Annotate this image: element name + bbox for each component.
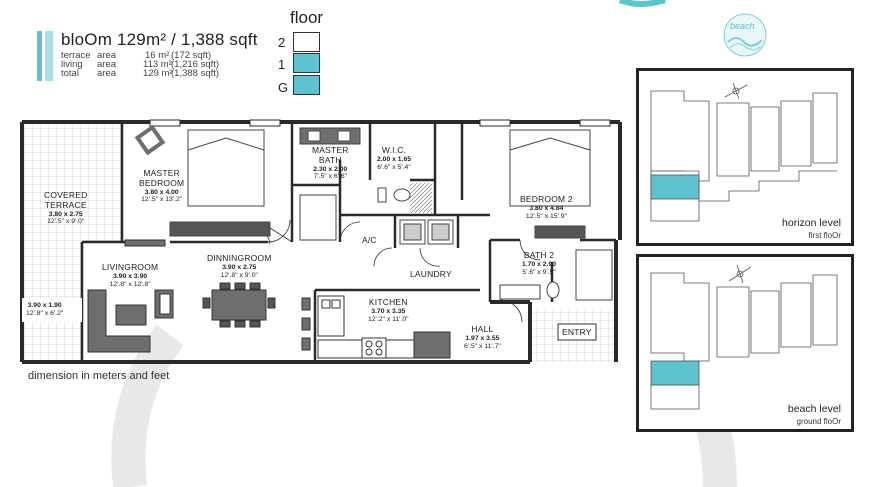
floor-level-g[interactable]	[293, 75, 320, 95]
area-label: terrace	[61, 50, 91, 61]
floor-level-label: G	[278, 80, 289, 95]
room-laundry: LAUNDRY	[410, 269, 452, 279]
key-plan-beach: beach level ground floOr	[636, 254, 854, 432]
key-plan-map	[650, 264, 838, 410]
area-m2: 129 m²	[143, 68, 173, 79]
floor-selector-title: floor	[290, 8, 324, 27]
room-hall: HALL 1.97 x 3.55 6'.5" x 11'.7"	[464, 324, 501, 350]
room-bath-2: BATH 2 1.70 x 2.90 5'.6" x 9'.5"	[522, 250, 557, 276]
area-m2: 16 m²	[145, 50, 170, 61]
beach-logo-icon	[723, 13, 767, 57]
area-label: living	[61, 59, 83, 70]
key-plan-map	[650, 82, 838, 222]
unit-title: bloOm 129m² / 1,388 sqft	[61, 30, 258, 49]
key-plan-subtitle: ground floOr	[796, 417, 841, 426]
room-entry: ENTRY	[562, 327, 592, 337]
key-plan-title: horizon level	[782, 217, 841, 229]
area-type: area	[97, 59, 117, 70]
room-covered-terrace: COVERED TERRACE 3.80 x 2.75 12'.5" x 9'.…	[44, 190, 88, 226]
key-plan-title: beach level	[787, 403, 841, 415]
room-livingroom: LIVINGROOM 3.90 x 3.90 12'.8" x 12'.8"	[102, 262, 159, 288]
area-sqft: (1,216 sqft)	[171, 59, 220, 70]
unit-accent-bar-light	[45, 31, 53, 81]
dimension-note: dimension in meters and feet	[28, 370, 170, 382]
floor-level-label: 1	[278, 57, 286, 72]
area-type: area	[97, 68, 117, 79]
room-bedroom-2: BEDROOM 2 3.80 x 4.84 12'.5" x 15'.9"	[520, 194, 573, 220]
room-terrace-small: 3.90 x 1.90 12'.8" x 6'.2"	[26, 302, 64, 317]
floor-level-1[interactable]	[293, 53, 320, 73]
room-master-bedroom: MASTER BEDROOM 3.80 x 4.00 12'.5" x 13'.…	[139, 168, 185, 204]
floor-level-2[interactable]	[293, 32, 320, 52]
room-dinningroom: DINNINGROOM 3.90 x 2.75 12'.8" x 9'.0"	[207, 253, 272, 279]
key-plan-subtitle: first floOr	[808, 231, 841, 240]
area-type: area	[97, 50, 117, 61]
area-m2: 113 m²	[143, 59, 172, 70]
room-master-bath: MASTER BATH 2.30 x 2.00 7'.5" x 6'.6"	[312, 145, 349, 181]
floor-level-label: 2	[278, 35, 286, 50]
area-sqft: (1,388 sqft)	[171, 68, 220, 79]
room-kitchen: KITCHEN 3.70 x 3.35 12'.2" x 11'.0"	[368, 297, 409, 323]
area-sqft: (172 sqft)	[171, 50, 212, 61]
unit-accent-bar-dark	[37, 31, 42, 81]
area-label: total	[61, 68, 79, 79]
key-plan-horizon: horizon level first floOr	[636, 68, 854, 246]
room-wic: W.I.C. 2.00 x 1.65 6'.6" x 5'.4"	[377, 145, 412, 171]
room-ac: A/C	[362, 235, 377, 245]
logo-text: beach	[730, 21, 755, 31]
